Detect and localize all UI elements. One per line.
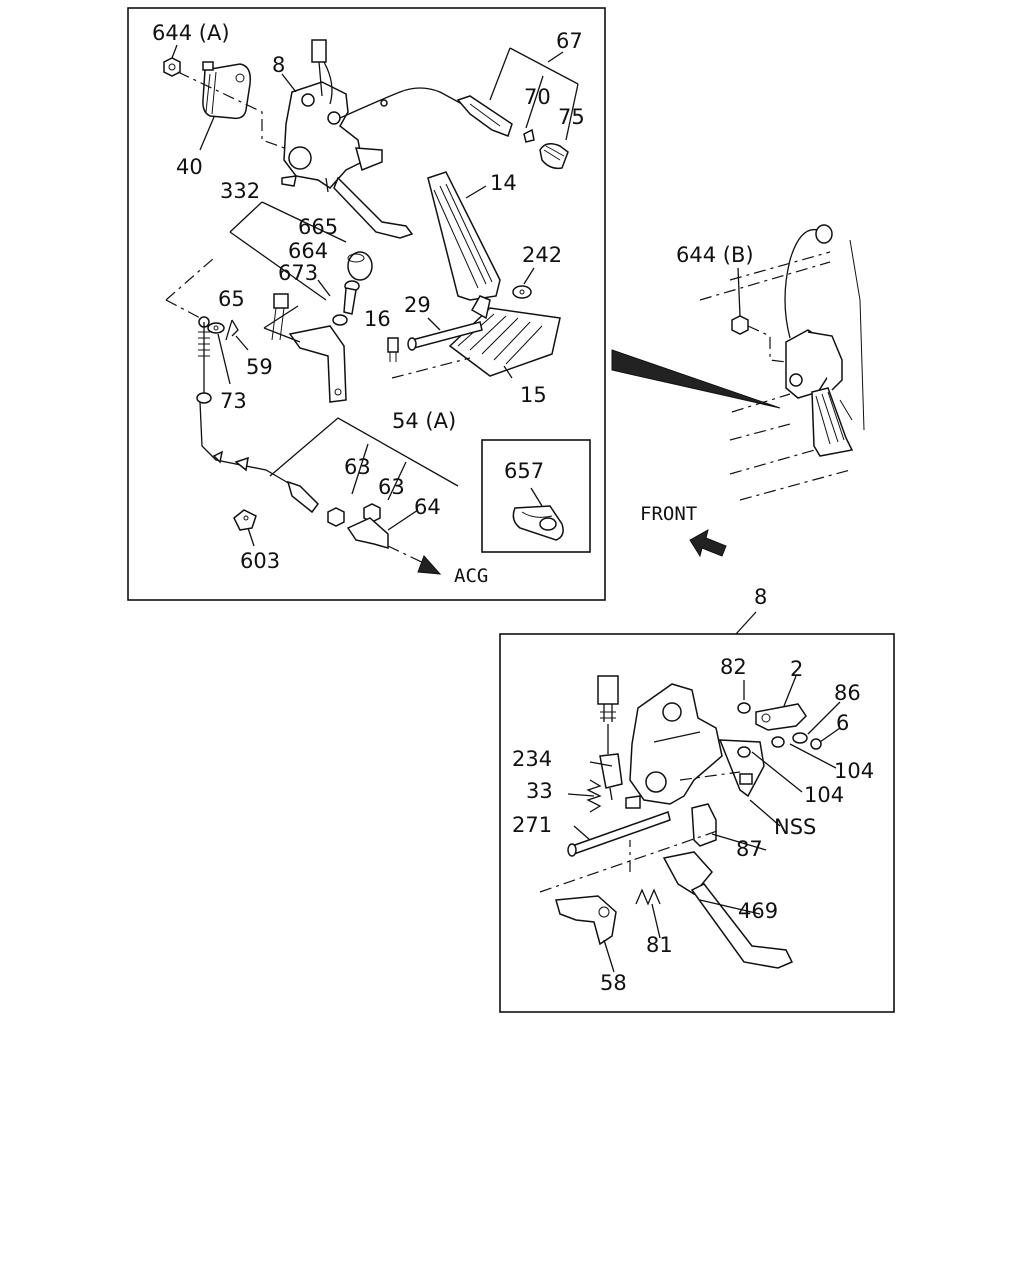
cable-bracket-drawing [288, 325, 347, 403]
nut-63-right-drawing [363, 503, 381, 523]
inset-657-frame [481, 439, 591, 553]
plunger-67-drawing [456, 95, 569, 170]
label-63-right: 63 [378, 475, 405, 499]
cable-54-drawing [196, 316, 319, 514]
acg-arrow [417, 555, 442, 575]
detail-label-33: 33 [526, 779, 553, 803]
nut-644b-drawing [731, 315, 749, 335]
vehicle-pedal-drawing [811, 387, 854, 457]
nut-644a-drawing [163, 57, 181, 77]
label-242: 242 [522, 243, 562, 267]
washer-73-drawing [207, 322, 225, 334]
label-acg: ACG [454, 565, 488, 587]
bolt-16-drawing [387, 337, 399, 362]
label-40: 40 [176, 155, 203, 179]
detail-view-8: 8 [499, 585, 895, 1013]
front-arrow-icon [689, 529, 727, 558]
label-8: 8 [272, 53, 285, 77]
detail-label-271: 271 [512, 813, 552, 837]
detail-label-104-right: 104 [834, 759, 874, 783]
detail-bracket-drawing [625, 683, 765, 809]
screw-65-drawing [271, 293, 289, 341]
main-exploded-view: 644 (A) 8 67 70 75 40 332 665 664 673 14… [127, 7, 606, 601]
location-pointer [611, 349, 781, 409]
detail-label-234: 234 [512, 747, 552, 771]
detail-label-58: 58 [600, 971, 627, 995]
clip-657-drawing [512, 505, 564, 541]
pedal-arm-469-drawing [662, 851, 794, 969]
label-73: 73 [220, 389, 247, 413]
label-63-left: 63 [344, 455, 371, 479]
pin-29-drawing [407, 321, 483, 351]
floor-pad-15-drawing [448, 295, 561, 377]
nut-242-drawing [512, 285, 532, 299]
label-14: 14 [490, 171, 517, 195]
label-644a: 644 (A) [152, 21, 230, 45]
label-16: 16 [364, 307, 391, 331]
label-64: 64 [414, 495, 441, 519]
label-657: 657 [504, 459, 544, 483]
label-54a: 54 (A) [392, 409, 456, 433]
pedal-pad-14-drawing [427, 171, 501, 301]
bushing-82-drawing [737, 702, 751, 714]
switch-87-drawing [691, 803, 717, 847]
washer-86-drawing [792, 732, 808, 744]
switch-234-drawing [597, 675, 623, 801]
label-75: 75 [558, 105, 585, 129]
detail-label-87: 87 [736, 837, 763, 861]
main-view-frame [127, 7, 606, 601]
detail-label-469: 469 [738, 899, 778, 923]
washers-104-drawing [737, 736, 785, 758]
bracket-58-drawing [555, 895, 617, 946]
throttle-cable-drawing [339, 87, 463, 119]
detail-view-frame [499, 633, 895, 1013]
bracket-64-drawing [346, 517, 389, 549]
detail-label-nss: NSS [774, 815, 816, 839]
label-644b: 644 (B) [676, 243, 754, 267]
label-67: 67 [556, 29, 583, 53]
nut-63-left-drawing [327, 507, 345, 527]
spring-33-drawing [586, 779, 602, 813]
link-2-drawing [755, 703, 807, 731]
label-673: 673 [278, 261, 318, 285]
detail-label-2: 2 [790, 657, 803, 681]
label-65: 65 [218, 287, 245, 311]
detail-title-8: 8 [754, 585, 767, 609]
detail-label-6: 6 [836, 711, 849, 735]
label-603: 603 [240, 549, 280, 573]
vehicle-location-view: 644 (B) FRONT [611, 224, 865, 558]
detail-label-82: 82 [720, 655, 747, 679]
spring-81-drawing [635, 888, 661, 906]
label-665: 665 [298, 215, 338, 239]
label-664: 664 [288, 239, 328, 263]
label-70: 70 [524, 85, 551, 109]
label-59: 59 [246, 355, 273, 379]
pedal-bracket-8-drawing [281, 39, 383, 193]
spring-clip-59-drawing [225, 319, 239, 341]
front-label: FRONT [640, 503, 697, 525]
label-29: 29 [404, 293, 431, 317]
detail-label-104-left: 104 [804, 783, 844, 807]
clip-603-drawing [233, 509, 257, 531]
label-332: 332 [220, 179, 260, 203]
pin-271-drawing [567, 811, 671, 857]
stopper-bolt-673-drawing [332, 280, 360, 326]
detail-label-81: 81 [646, 933, 673, 957]
cover-40-drawing [202, 61, 252, 120]
clip-6-drawing [810, 738, 822, 750]
detail-label-86: 86 [834, 681, 861, 705]
bumper-664-drawing [347, 251, 373, 281]
pedal-arm-drawing [333, 176, 414, 239]
label-15: 15 [520, 383, 547, 407]
